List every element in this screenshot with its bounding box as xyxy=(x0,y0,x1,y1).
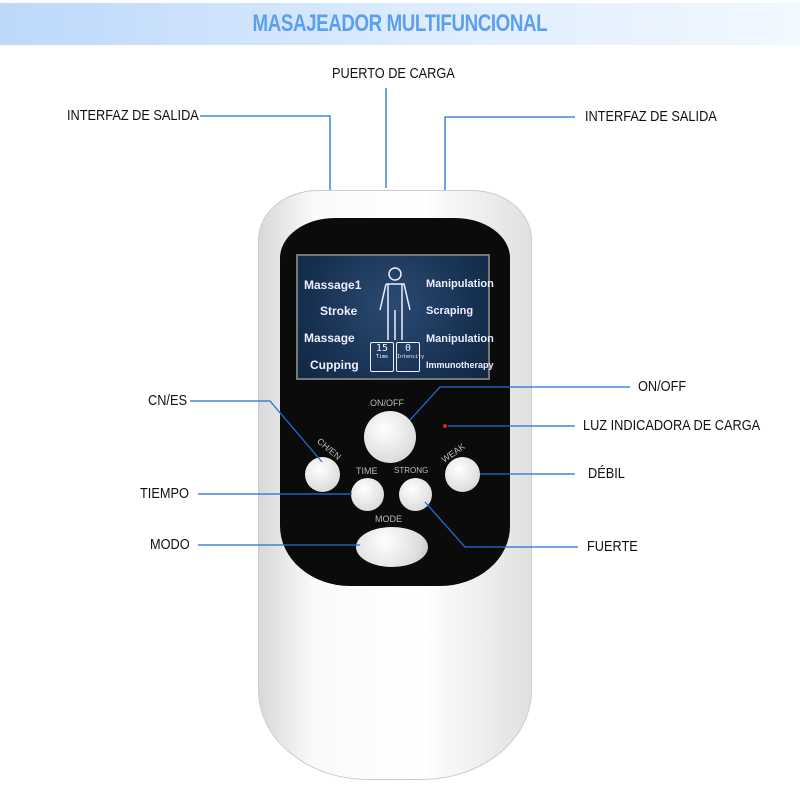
callout-left-output: INTERFAZ DE SALIDA xyxy=(67,107,199,124)
title-banner: MASAJEADOR MULTIFUNCIONAL xyxy=(0,3,800,45)
leader-cn-es xyxy=(190,400,323,463)
mode-left-4: Cupping xyxy=(310,358,359,372)
mode-right-4: Immunotherapy xyxy=(426,360,494,370)
mode-left-2: Stroke xyxy=(320,304,358,318)
time-value: 15 xyxy=(375,343,389,354)
intensity-value: 0 xyxy=(404,343,412,354)
time-label-btn: TIME xyxy=(356,466,378,476)
time-label: Time xyxy=(375,354,389,360)
ch-en-button[interactable] xyxy=(305,457,340,492)
charge-indicator-light xyxy=(443,424,447,428)
callout-cn-es: CN/ES xyxy=(148,392,187,409)
callout-on-off: ON/OFF xyxy=(638,378,687,395)
callout-charge-port: PUERTO DE CARGA xyxy=(332,65,455,82)
strong-button[interactable] xyxy=(399,478,432,511)
on-off-button[interactable] xyxy=(364,411,416,463)
callout-time: TIEMPO xyxy=(140,485,189,502)
callout-strong: FUERTE xyxy=(587,538,638,555)
mode-left-3: Massage xyxy=(304,331,355,345)
callout-charge-light: LUZ INDICADORA DE CARGA xyxy=(583,417,761,434)
leader-right-output xyxy=(444,116,575,190)
mode-label-btn: MODE xyxy=(375,514,402,524)
mode-right-2: Scraping xyxy=(426,305,474,317)
time-button[interactable] xyxy=(351,478,384,511)
mode-button[interactable] xyxy=(356,527,428,567)
callout-weak: DÉBIL xyxy=(588,465,625,482)
lcd-screen: Massage1 Stroke Massage Cupping Manipula… xyxy=(296,254,494,380)
intensity-label: Intensity xyxy=(397,354,425,360)
on-off-label: ON/OFF xyxy=(370,398,404,408)
leader-left-output xyxy=(200,115,331,190)
callout-mode: MODO xyxy=(150,536,190,553)
body-figure-icon xyxy=(379,267,411,340)
mode-left-1: Massage1 xyxy=(304,278,362,292)
callout-right-output: INTERFAZ DE SALIDA xyxy=(585,108,717,125)
mode-right-1: Manipulation xyxy=(426,278,494,290)
leader-on-off xyxy=(409,386,630,421)
leader-strong xyxy=(424,501,578,548)
mode-right-3: Manipulation xyxy=(426,333,494,345)
weak-button[interactable] xyxy=(445,457,480,492)
title: MASAJEADOR MULTIFUNCIONAL xyxy=(252,10,548,37)
strong-label: STRONG xyxy=(394,466,429,475)
